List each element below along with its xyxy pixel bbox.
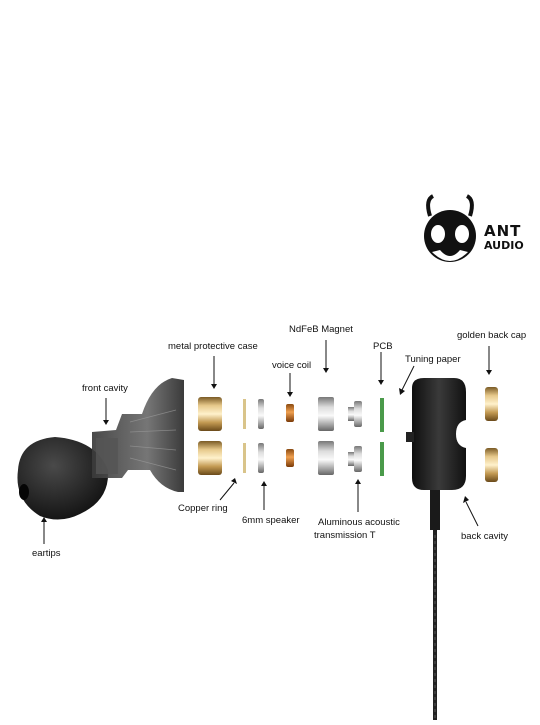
label-copper-ring: Copper ring <box>178 503 228 514</box>
back-cavity-tab <box>406 432 414 442</box>
metal-case-top <box>198 397 222 431</box>
back-cap-bottom <box>485 448 498 482</box>
back-cap-top <box>485 387 498 421</box>
speaker-top <box>258 399 264 429</box>
front-cavity-ribs <box>129 409 177 471</box>
arrow-back-cavity <box>465 501 479 527</box>
voice-coil-top <box>286 404 294 422</box>
cable-strain-relief <box>430 490 440 530</box>
arrow-copper-ring <box>219 482 235 501</box>
voice-coil-part <box>286 404 294 467</box>
front-cavity-nozzle <box>96 438 118 474</box>
aluminous-t-part <box>348 401 362 472</box>
label-aluminous-line1: Aluminous acoustic <box>318 517 400 528</box>
magnet-part <box>318 397 334 475</box>
copper-ring-top <box>243 399 246 429</box>
logo-line1: ANT <box>484 222 522 240</box>
back-cavity-shell <box>412 378 466 490</box>
label-metal-protective-case: metal protective case <box>168 341 258 352</box>
t-bottom-stem <box>348 452 354 466</box>
label-aluminous-line2: transmission T <box>314 530 376 541</box>
eartip-part <box>17 437 109 520</box>
back-cavity-part <box>406 378 466 720</box>
logo-antenna <box>426 194 474 217</box>
copper-ring-part <box>243 399 246 473</box>
pcb-bottom <box>380 442 384 476</box>
label-6mm-speaker: 6mm speaker <box>242 515 300 526</box>
logo-line2: AUDIO <box>484 239 524 252</box>
ant-audio-logo <box>424 194 476 262</box>
voice-coil-bottom <box>286 449 294 467</box>
logo-ant-eye-right <box>455 225 469 243</box>
t-top-stem <box>348 407 354 421</box>
label-ndfeb-magnet: NdFeB Magnet <box>289 324 353 335</box>
t-top-head <box>354 401 362 427</box>
speaker-part <box>258 399 264 473</box>
eartip-shape <box>17 437 109 520</box>
speaker-bottom <box>258 443 264 473</box>
metal-protective-case-part <box>198 397 222 475</box>
label-back-cavity: back cavity <box>461 531 508 542</box>
label-tuning-paper: Tuning paper <box>405 354 461 365</box>
magnet-bottom <box>318 441 334 475</box>
label-voice-coil: voice coil <box>272 360 312 371</box>
magnet-top <box>318 397 334 431</box>
front-cavity-body <box>92 378 184 492</box>
label-eartips: eartips <box>32 548 61 559</box>
metal-case-bottom <box>198 441 222 475</box>
logo-ant-mouth <box>432 250 468 261</box>
eartip-hole <box>19 484 29 500</box>
t-bottom-head <box>354 446 362 472</box>
label-golden-back-cap: golden back cap <box>457 330 527 341</box>
pcb-top <box>380 398 384 432</box>
copper-ring-bottom <box>243 443 246 473</box>
label-front-cavity: front cavity <box>82 383 128 394</box>
front-cavity-part <box>92 378 184 492</box>
arrow-tuning-paper <box>401 365 415 391</box>
logo-ant-eye-left <box>431 225 445 243</box>
logo-ant-head <box>424 210 476 262</box>
pcb-part <box>380 398 384 476</box>
leader-lines <box>41 340 492 544</box>
label-pcb: PCB <box>373 341 393 352</box>
golden-back-cap-part <box>485 387 498 482</box>
